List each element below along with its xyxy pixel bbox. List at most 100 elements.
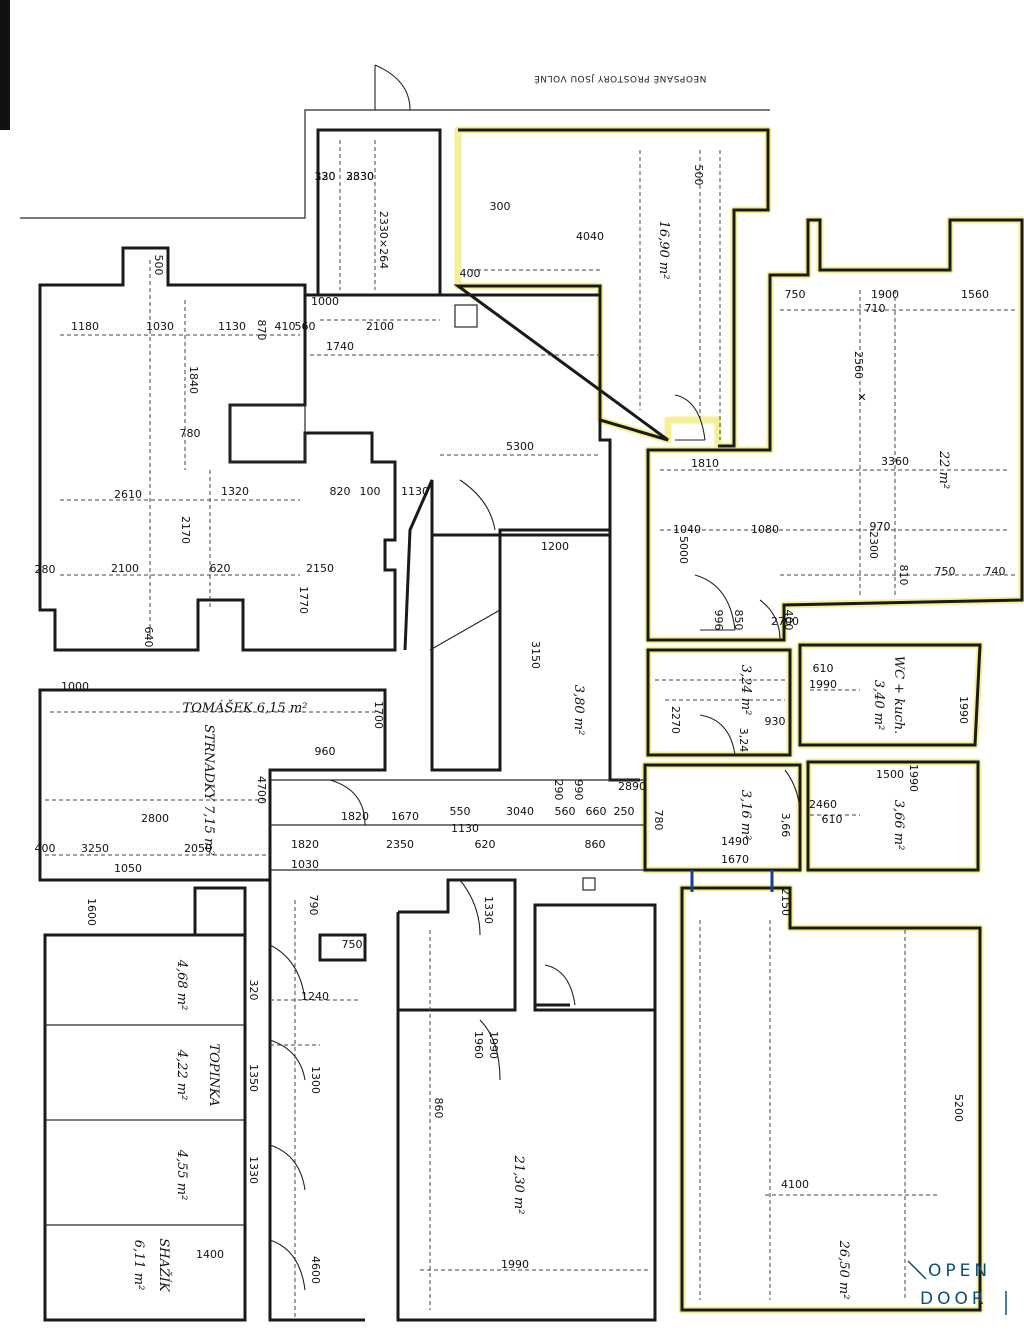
dimension-value: 1330 xyxy=(482,896,495,924)
dimension-value: 1080 xyxy=(751,523,779,536)
dimension-value: 3360 xyxy=(881,455,909,468)
dimension-value: 4100 xyxy=(781,1178,809,1191)
room-label-r4: 6,11 m² xyxy=(131,1240,146,1291)
dimension-value: 870 xyxy=(255,320,268,341)
dimension-value: 100 xyxy=(360,485,381,498)
dimension-value: 5300 xyxy=(506,440,534,453)
dimension-value: 860 xyxy=(585,838,606,851)
room-label-strnadky: STRNADKY 7,15 m² xyxy=(201,724,216,855)
brand-line2: DOOR xyxy=(920,1289,988,1309)
cross-mark: ✕ xyxy=(857,391,866,404)
room-label-small1: 3,24 m² xyxy=(738,665,753,716)
dimension-value: 2270 xyxy=(669,706,682,734)
room-label-r3: 4,55 m² xyxy=(174,1149,189,1201)
dimension-value: 1130 xyxy=(451,822,479,835)
dimension-value: 1400 xyxy=(196,1248,224,1261)
dimension-value: 750 xyxy=(935,565,956,578)
room-label-topinka: TOPINKA xyxy=(206,1043,221,1106)
dimension-value: 990 xyxy=(572,780,585,801)
room-label-right: 26,50 m² xyxy=(836,1240,851,1300)
dimension-value: 1040 xyxy=(673,523,701,536)
dimension-value: 1560 xyxy=(961,288,989,301)
dimension-value: 710 xyxy=(865,302,886,315)
dimension-value: 2560 xyxy=(852,351,865,379)
dimension-value: 2330 xyxy=(346,170,374,183)
dimension-value: 1000 xyxy=(311,295,339,308)
dimension-value: 1130 xyxy=(401,485,429,498)
room-label-top: 16,90 m² xyxy=(656,221,671,280)
dimension-value: 1240 xyxy=(301,990,329,1003)
dimension-value: 2150 xyxy=(306,562,334,575)
dimension-value: 3830 xyxy=(346,170,374,183)
dimension-value: 4600 xyxy=(309,1256,322,1284)
top-note: NEOPSANÉ PROSTORY JSOU VOLNÉ xyxy=(534,73,707,85)
dimension-value: 2350 xyxy=(386,838,414,851)
dimension-value: 250 xyxy=(614,805,635,818)
dimension-value: 1840 xyxy=(187,366,200,394)
dimension-value: 1990 xyxy=(487,1031,500,1059)
dimension-value: 550 xyxy=(450,805,471,818)
dimension-value: 1990 xyxy=(809,678,837,691)
dimension-value: 1030 xyxy=(146,320,174,333)
room-label-wc: WC + kuch. xyxy=(891,656,906,735)
room-label-small3: 3,66 m² xyxy=(891,800,906,851)
dimension-value: 2100 xyxy=(111,562,139,575)
dimension-value: 1900 xyxy=(871,288,899,301)
dimension-value: 3150 xyxy=(529,641,542,669)
room-label-tomasek: TOMÁŠEK 6,15 m² xyxy=(183,699,308,716)
dimension-value: 1810 xyxy=(691,457,719,470)
dimension-value: 970 xyxy=(870,520,891,533)
scan-edge xyxy=(0,0,10,130)
dimension-value: 1960 xyxy=(472,1031,485,1059)
dimension-value: 996 xyxy=(712,610,725,631)
walls xyxy=(20,109,1024,1322)
dimension-value: 3040 xyxy=(506,805,534,818)
dimension-value: 1000 xyxy=(61,680,89,693)
dimension-value: 2460 xyxy=(809,798,837,811)
dimension-value: 740 xyxy=(985,565,1006,578)
dimension-value: 1820 xyxy=(341,810,369,823)
dimension-value: 610 xyxy=(822,813,843,826)
dimension-value: 320 xyxy=(247,980,260,1001)
dimension-value: 2100 xyxy=(366,320,394,333)
room-label-r2: 4,22 m² xyxy=(174,1049,189,1101)
dimension-value: 1670 xyxy=(391,810,419,823)
dimension-value: 500 xyxy=(152,255,165,276)
brand-line1: OPEN xyxy=(928,1261,992,1281)
dimension-value: 1700 xyxy=(372,701,385,729)
dimension-value: 2300 xyxy=(867,531,880,559)
dimension-value: 1330 xyxy=(247,1156,260,1184)
room-label-small2: 3,16 m² xyxy=(738,790,753,841)
dimension-value: 400 xyxy=(35,842,56,855)
dimension-value: 1130 xyxy=(218,320,246,333)
dimension-value: 3,24 xyxy=(737,728,750,753)
dimension-value: 130 xyxy=(315,170,336,183)
dimension-value: 1300 xyxy=(309,1066,322,1094)
doors xyxy=(269,64,801,1291)
dimension-value: 750 xyxy=(342,938,363,951)
dimension-value: 1200 xyxy=(541,540,569,553)
dimension-value: 2700 xyxy=(771,615,799,628)
room-label-main: 22 m² xyxy=(936,450,951,489)
dimension-value: 610 xyxy=(813,662,834,675)
dimension-value: 560 xyxy=(295,320,316,333)
dimension-value: 1770 xyxy=(297,586,310,614)
dimension-value: 1350 xyxy=(247,1064,260,1092)
dimension-value: 2610 xyxy=(114,488,142,501)
dimension-value: 1990 xyxy=(501,1258,529,1271)
dimension-value: 1740 xyxy=(326,340,354,353)
dimension-value: 660 xyxy=(586,805,607,818)
dimension-value: 2150 xyxy=(779,888,792,916)
dimension-value: 4700 xyxy=(255,776,268,804)
dimension-value: 500 xyxy=(692,165,705,186)
dimension-value: 290 xyxy=(552,780,565,801)
dimension-value: 810 xyxy=(897,565,910,586)
room-label-big: 21,30 m² xyxy=(511,1155,526,1215)
dimension-value: 1600 xyxy=(85,898,98,926)
dimension-value: 1990 xyxy=(957,696,970,724)
dimension-value: 5200 xyxy=(952,1094,965,1122)
dimension-value: 780 xyxy=(180,427,201,440)
dimension-value: 1490 xyxy=(721,835,749,848)
dimension-value: 1320 xyxy=(221,485,249,498)
